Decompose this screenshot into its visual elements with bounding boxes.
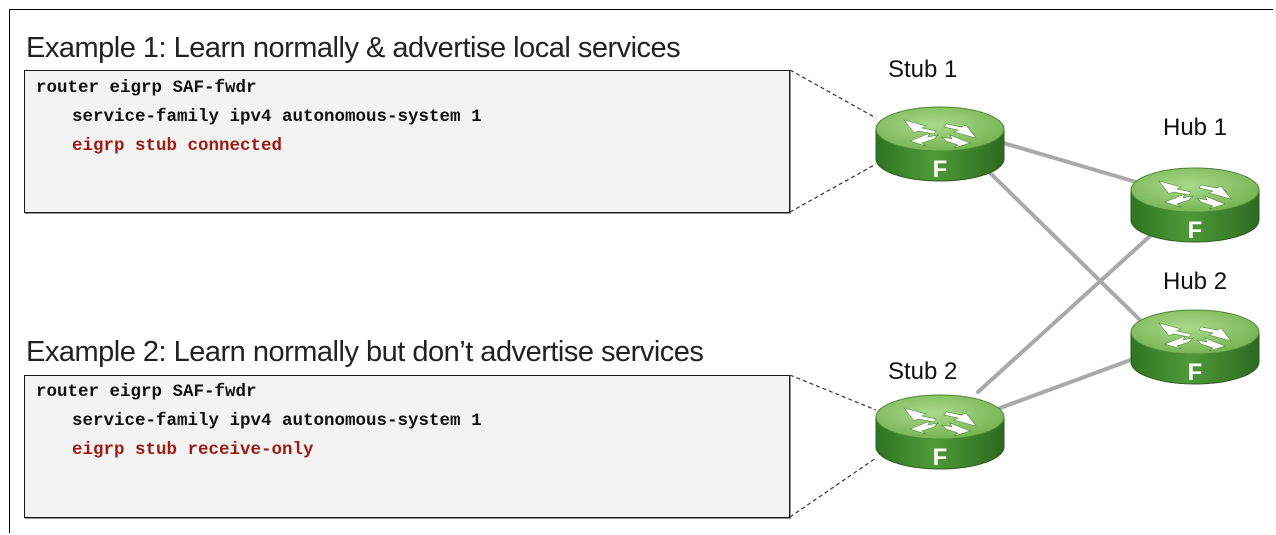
link-stub1-hub1 <box>998 140 1138 184</box>
example-1-config-box <box>24 70 790 213</box>
router-hub2-label: Hub 2 <box>1163 268 1228 295</box>
example-2-line-service-family: service-family ipv4 autonomous-system 1 <box>72 411 482 431</box>
router-hub1-label: Hub 1 <box>1163 114 1228 141</box>
router-stub2-label: Stub 2 <box>888 358 958 385</box>
figure-frame <box>9 9 1273 533</box>
callout-line-ex2-bottom <box>789 457 877 518</box>
link-stub2-hub1 <box>976 234 1152 394</box>
callout-lines <box>789 69 877 518</box>
router-stub2-badge: F <box>933 444 948 471</box>
example-1-line-stub: eigrp stub connected <box>72 136 283 156</box>
link-stub2-hub2 <box>998 356 1138 410</box>
example-2-line-router: router eigrp SAF-fwdr <box>36 382 257 402</box>
router-stub1-label: Stub 1 <box>888 56 958 83</box>
example-2-heading: Example 2: Learn normally but don’t adve… <box>26 336 704 368</box>
router-hub1-badge: F <box>1188 217 1203 244</box>
callout-line-ex2-top <box>789 374 877 411</box>
router-hub2-badge: F <box>1188 359 1203 386</box>
link-stub1-hub2 <box>983 166 1142 322</box>
router-stub1-badge: F <box>933 156 948 183</box>
example-2-config-box <box>24 375 790 518</box>
example-1-heading: Example 1: Learn normally & advertise lo… <box>26 32 681 64</box>
example-1-line-service-family: service-family ipv4 autonomous-system 1 <box>72 107 482 127</box>
callout-line-ex1-bottom <box>789 163 877 213</box>
example-1-line-router: router eigrp SAF-fwdr <box>36 78 257 98</box>
callout-line-ex1-top <box>789 69 877 119</box>
network-links <box>976 140 1152 410</box>
example-2-line-stub: eigrp stub receive-only <box>72 440 314 460</box>
